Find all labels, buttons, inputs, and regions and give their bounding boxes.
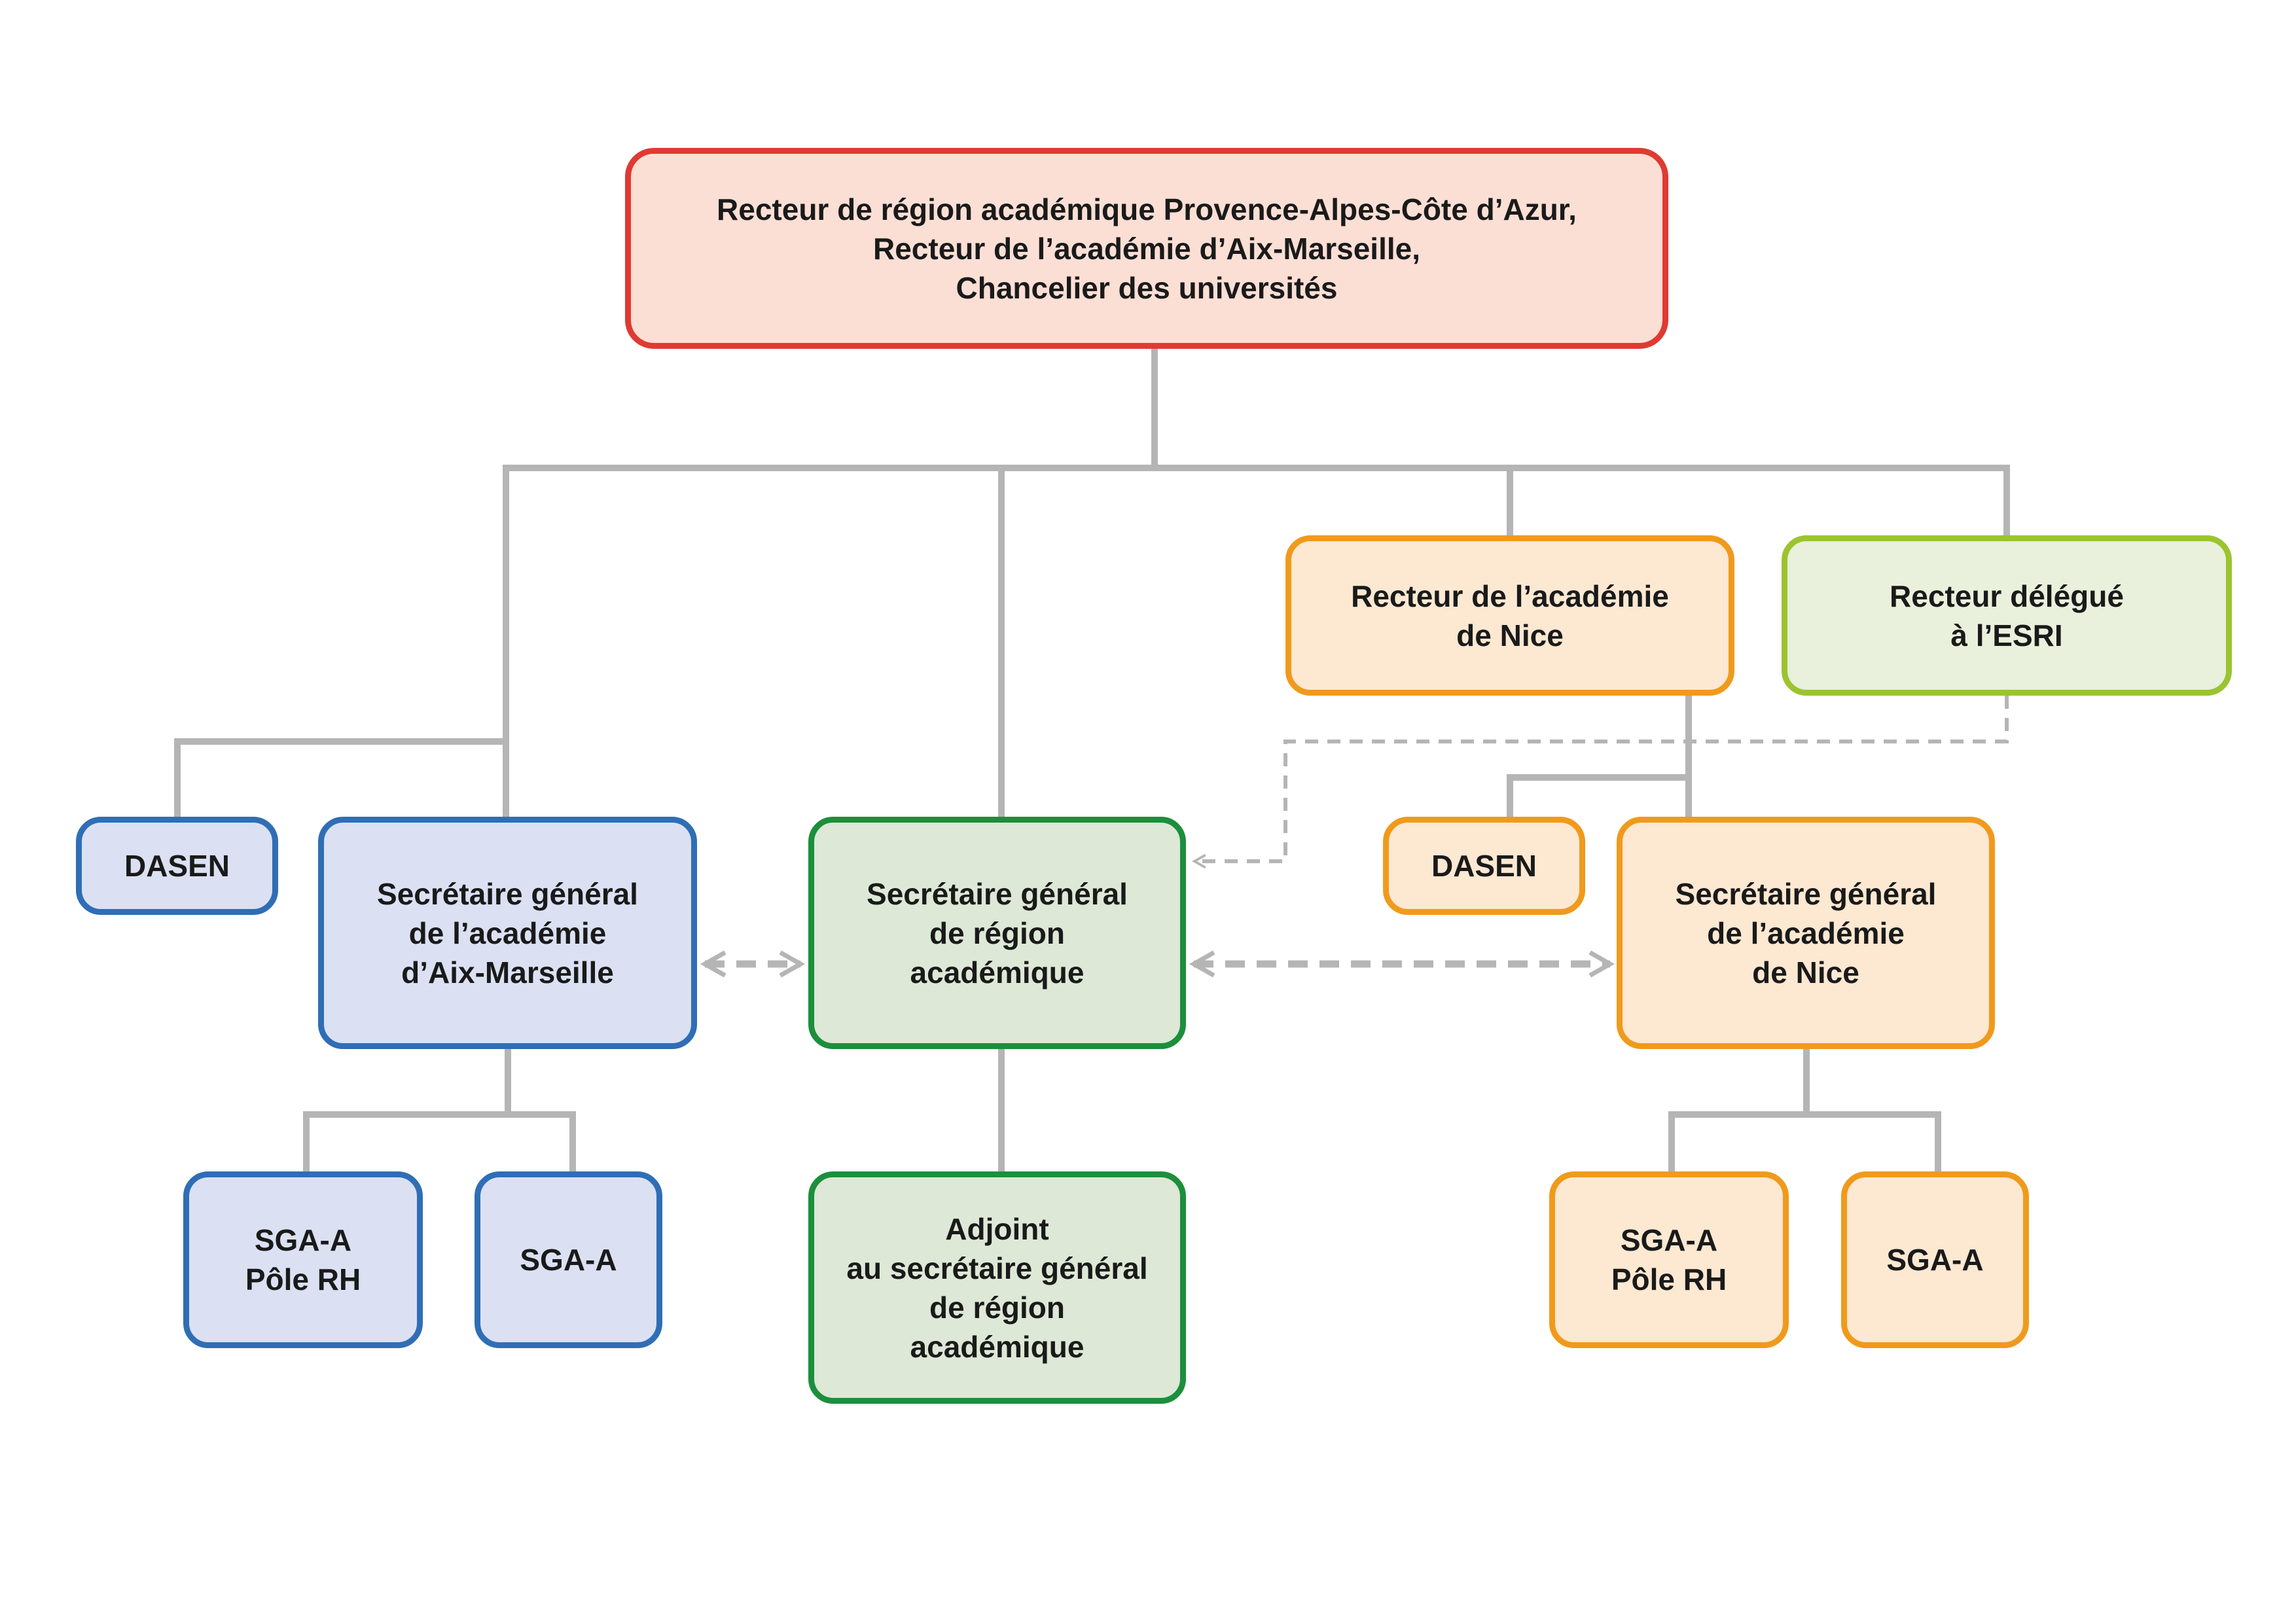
node-line: SGA-A — [1620, 1223, 1718, 1257]
node-label: SGA-A — [1886, 1243, 1984, 1277]
node-line: Recteur de région académique Provence-Al… — [717, 192, 1577, 226]
node-line: à l’ESRI — [1950, 618, 2063, 652]
node-line: de région — [929, 1290, 1066, 1325]
node-line: de région — [929, 916, 1066, 950]
node-line: Secrétaire général — [377, 876, 638, 911]
node-line: académique — [910, 955, 1085, 990]
node-recteur-nice: Recteur de l’académie de Nice — [1285, 535, 1734, 696]
node-line: de Nice — [1752, 955, 1859, 990]
node-sga-aix-pole-rh: SGA-A Pôle RH — [183, 1171, 423, 1348]
node-line: Secrétaire général — [867, 876, 1128, 911]
node-recteur-delegue-esri: Recteur délégué à l’ESRI — [1782, 535, 2232, 696]
node-line: Chancelier des universités — [956, 270, 1338, 305]
connector-sg-nice-children — [1668, 1046, 1941, 1175]
node-sg-region: Secrétaire général de région académique — [808, 817, 1186, 1049]
node-label: DASEN — [1431, 849, 1537, 883]
node-line: SGA-A — [254, 1223, 352, 1257]
node-line: académique — [910, 1329, 1085, 1364]
node-line: Recteur de l’académie d’Aix-Marseille, — [872, 231, 1421, 266]
connector-to-dasen-aix — [174, 738, 509, 820]
node-line: au secrétaire général — [846, 1251, 1148, 1285]
node-sga-nice: SGA-A — [1841, 1171, 2029, 1348]
dashed-link-esri-to-sg-region — [1192, 696, 2009, 869]
node-line: Pôle RH — [245, 1262, 361, 1296]
node-adjoint-sg-region: Adjoint au secrétaire général de région … — [808, 1171, 1186, 1404]
node-sga-nice-pole-rh: SGA-A Pôle RH — [1549, 1171, 1789, 1348]
node-sga-aix: SGA-A — [475, 1171, 662, 1348]
node-line: de l’académie — [408, 916, 607, 950]
node-label: DASEN — [124, 849, 230, 883]
node-line: Adjoint — [945, 1211, 1049, 1246]
node-line: Recteur de l’académie — [1351, 579, 1669, 613]
connector-sg-aix-children — [303, 1046, 576, 1175]
node-label: SGA-A — [520, 1243, 617, 1277]
node-line: Secrétaire général — [1675, 876, 1937, 911]
node-line: Recteur délégué — [1890, 579, 2124, 613]
node-line: de l’académie — [1707, 916, 1905, 950]
node-sg-aix-marseille: Secrétaire général de l’académie d’Aix-M… — [318, 817, 697, 1049]
connector-to-dasen-nice — [1507, 774, 1692, 820]
node-dasen-aix: DASEN — [76, 817, 278, 915]
node-line: Pôle RH — [1611, 1262, 1727, 1296]
node-dasen-nice: DASEN — [1383, 817, 1585, 915]
node-recteur-region: Recteur de région académique Provence-Al… — [625, 148, 1668, 349]
node-sg-nice: Secrétaire général de l’académie de Nice — [1617, 817, 1995, 1049]
node-line: de Nice — [1456, 618, 1564, 652]
node-line: d’Aix-Marseille — [401, 955, 614, 990]
